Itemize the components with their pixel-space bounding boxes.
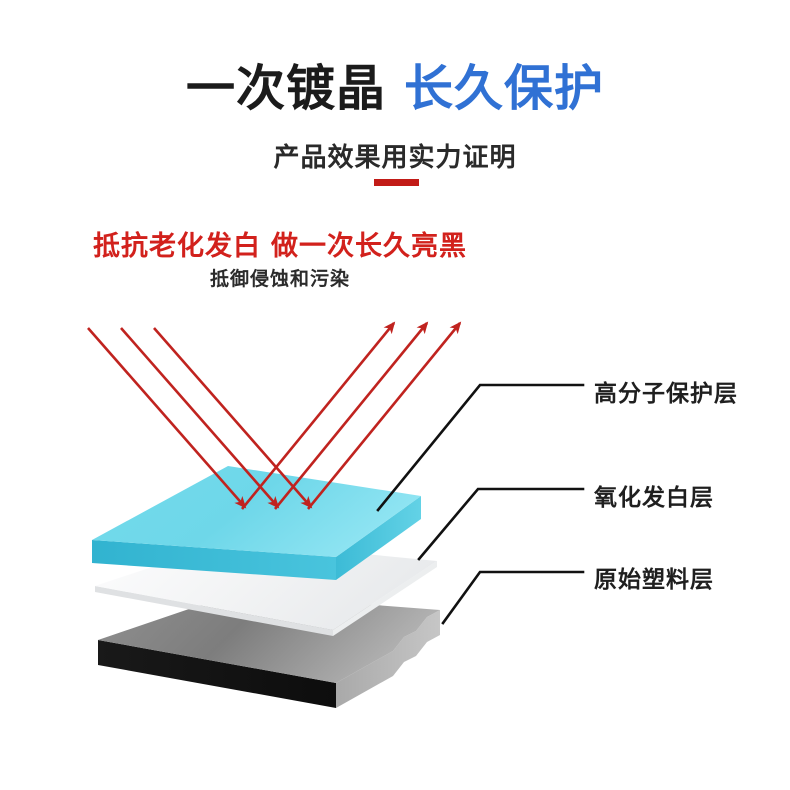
incoming-ray — [87, 327, 247, 509]
reflected-ray — [273, 321, 429, 510]
claim-headline-part-b: 做一次长久亮黑 — [271, 231, 467, 261]
layer-oxidized-right-face — [333, 561, 437, 636]
leader-line-plastic — [441, 570, 585, 625]
layer-plastic-right-face — [336, 610, 440, 708]
incoming-ray — [120, 327, 280, 509]
reflected-rays-group — [240, 321, 462, 510]
callout-label-plastic: 原始塑料层 — [594, 566, 714, 592]
title-divider-bar — [374, 179, 419, 186]
layer-protective-front-face — [92, 540, 336, 580]
page-title-dark: 一次镀晶 — [185, 62, 386, 116]
reflected-ray — [306, 321, 462, 510]
leader-line-oxidized — [417, 487, 585, 561]
reflected-ray — [240, 321, 396, 510]
layer-protective-top-face — [92, 466, 421, 557]
callout-label-protective: 高分子保护层 — [594, 380, 738, 406]
layer-protective-right-face — [336, 496, 421, 580]
claim-headline: 抵抗老化发白做一次长久亮黑 — [0, 224, 560, 263]
page-title: 一次镀晶长久保护 — [0, 62, 790, 117]
incoming-ray — [153, 327, 313, 509]
layer-oxidized-front-face — [95, 586, 333, 636]
leader-lines-group — [376, 383, 585, 625]
leader-line-protective — [376, 383, 585, 512]
claim-headline-part-a: 抵抗老化发白 — [93, 231, 261, 261]
layer-plastic-front-face — [98, 640, 336, 708]
claim-subtext: 抵御侵蚀和污染 — [209, 269, 350, 290]
incoming-rays-group — [87, 327, 313, 509]
callout-label-oxidized: 氧化发白层 — [594, 484, 714, 510]
page-title-blue: 长久保护 — [404, 62, 605, 116]
page-subtitle: 产品效果用实力证明 — [273, 142, 517, 172]
layer-protective — [92, 466, 421, 580]
